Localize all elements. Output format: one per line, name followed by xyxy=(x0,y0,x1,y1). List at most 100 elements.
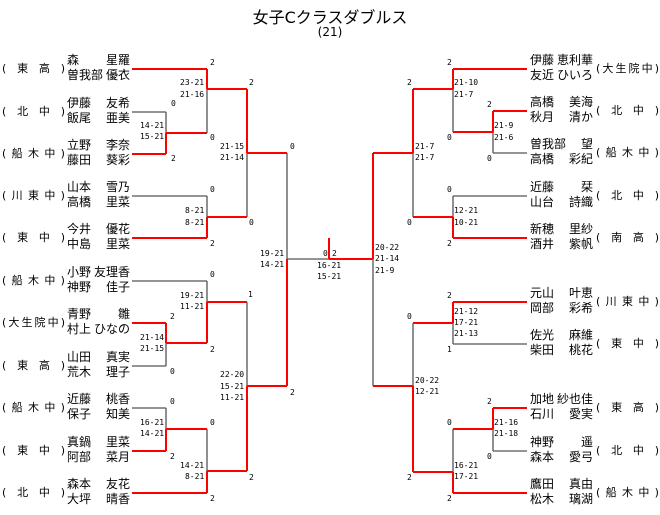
team-affiliation: (北中) xyxy=(596,188,660,203)
affiliation-char: 木 xyxy=(621,146,634,159)
games-won: 2 xyxy=(332,249,337,258)
player-name: 近藤桃香 xyxy=(67,392,130,407)
game-scores: 21-15 xyxy=(140,344,165,353)
paren-open: ( xyxy=(2,274,8,287)
player-family-name: 加地 xyxy=(530,392,555,406)
player-names: 佐光麻維柴田桃花 xyxy=(530,328,593,358)
paren-open: ( xyxy=(596,146,602,159)
game-scores: 21-10 xyxy=(454,78,479,87)
paren-open: ( xyxy=(2,444,8,457)
affiliation-char: 中 xyxy=(44,189,57,202)
game-scores: 20-22 xyxy=(375,243,400,252)
player-name: 伊藤恵利華 xyxy=(530,53,593,68)
games-won: 2 xyxy=(290,388,295,397)
paren-close: ) xyxy=(654,444,660,457)
games-won: 2 xyxy=(407,473,412,482)
player-name: 加地紗也佳 xyxy=(530,392,593,407)
player-name: 青野雛 xyxy=(67,307,130,322)
team-entry: (船木中)鷹田真由松木璃湖 xyxy=(530,477,660,509)
team-entry: (船木中)近藤桃香保子知美 xyxy=(2,392,132,424)
player-family-name: 荒木 xyxy=(67,365,92,379)
player-family-name: 酒井 xyxy=(530,237,555,251)
affiliation-char: 中 xyxy=(638,295,651,308)
game-scores: 21-14 xyxy=(220,153,245,162)
affiliation-char: 南 xyxy=(611,231,624,244)
affiliation-char: 中 xyxy=(38,444,51,457)
player-given-name: 桃香 xyxy=(105,392,130,406)
player-name: 森本愛弓 xyxy=(530,450,593,465)
paren-open: ( xyxy=(2,359,8,372)
player-family-name: 鷹田 xyxy=(530,477,555,491)
player-given-name: 遥 xyxy=(580,435,593,449)
affiliation-char: 中 xyxy=(38,105,51,118)
bracket-subtitle: (21) xyxy=(317,25,343,39)
player-family-name: 阿部 xyxy=(67,450,92,464)
player-family-name: 曽我部 xyxy=(67,68,104,82)
affiliation-char: 木 xyxy=(27,147,40,160)
player-family-name: 今井 xyxy=(67,222,92,236)
bracket-title: 女子Cクラスダブルス xyxy=(252,8,408,27)
player-name: 石川愛実 xyxy=(530,407,593,422)
player-given-name: 真実 xyxy=(105,350,130,364)
paren-open: ( xyxy=(596,231,602,244)
games-won: 0 xyxy=(290,142,295,151)
player-given-name: 栞 xyxy=(580,180,593,194)
player-given-name: 紗也佳 xyxy=(556,392,593,406)
affiliation-char: 船 xyxy=(605,146,618,159)
player-name: 岡部彩希 xyxy=(530,301,593,316)
affiliation-char: 中 xyxy=(44,401,57,414)
paren-open: ( xyxy=(596,295,602,308)
player-given-name: 愛弓 xyxy=(568,450,593,464)
affiliation-char: 大 xyxy=(8,316,21,329)
game-scores: 14-21 xyxy=(140,121,165,130)
paren-open: ( xyxy=(596,337,602,350)
games-won: 0 xyxy=(170,367,175,376)
player-given-name: 璃湖 xyxy=(568,492,593,506)
affiliation-char: 東 xyxy=(611,337,624,350)
game-scores: 15-21 xyxy=(317,272,342,281)
player-family-name: 高橋 xyxy=(530,95,555,109)
player-name: 山本雪乃 xyxy=(67,180,130,195)
game-scores: 8-21 xyxy=(185,206,205,215)
game-scores: 16-21 xyxy=(317,261,342,270)
player-given-name: 里菜 xyxy=(105,435,130,449)
games-won: 0 xyxy=(323,249,328,258)
paren-close: ) xyxy=(60,189,66,202)
games-won: 0 xyxy=(447,133,452,142)
player-name: 曽我部望 xyxy=(530,137,593,152)
team-entry: (船木中)小野友理香神野佳子 xyxy=(2,265,132,297)
affiliation-char: 生 xyxy=(21,316,34,329)
player-given-name: 佳子 xyxy=(105,280,130,294)
games-won: 2 xyxy=(210,239,215,248)
player-family-name: 曽我部 xyxy=(530,137,567,151)
affiliation-char: 船 xyxy=(11,274,24,287)
team-affiliation: (東高) xyxy=(2,61,66,76)
player-family-name: 高橋 xyxy=(67,195,92,209)
player-name: 村上ひなの xyxy=(67,322,130,337)
affiliation-char: 東 xyxy=(621,295,634,308)
games-won: 0 xyxy=(210,133,215,142)
player-name: 鷹田真由 xyxy=(530,477,593,492)
team-affiliation: (船木中) xyxy=(2,273,66,288)
game-scores: 17-21 xyxy=(454,472,479,481)
affiliation-char: 中 xyxy=(38,486,51,499)
games-won: 0 xyxy=(407,312,412,321)
affiliation-char: 大 xyxy=(602,62,615,75)
games-won: 2 xyxy=(407,78,412,87)
game-scores: 20-22 xyxy=(415,376,440,385)
affiliation-char: 北 xyxy=(17,486,30,499)
team-entry: (東高)森星羅曽我部優衣 xyxy=(2,53,132,85)
game-scores: 16-21 xyxy=(140,418,165,427)
player-names: 森星羅曽我部優衣 xyxy=(67,53,130,83)
games-won: 0 xyxy=(249,218,254,227)
player-given-name: 望 xyxy=(580,137,593,151)
player-name: 森本友花 xyxy=(67,477,130,492)
affiliation-char: 中 xyxy=(632,444,645,457)
player-names: 山田真実荒木理子 xyxy=(67,350,130,380)
player-name: 秋月清か xyxy=(530,110,593,125)
team-entry: (北中)伊藤友希飯尾亜美 xyxy=(2,96,132,128)
team-affiliation: (北中) xyxy=(2,104,66,119)
player-names: 加地紗也佳石川愛実 xyxy=(530,392,593,422)
paren-open: ( xyxy=(2,401,8,414)
